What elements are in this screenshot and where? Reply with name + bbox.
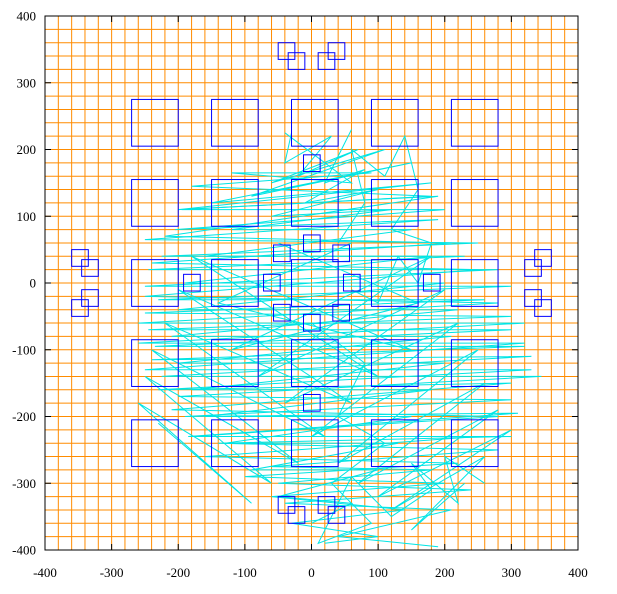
large-square bbox=[131, 98, 179, 147]
y-tick-label: -100 bbox=[12, 342, 36, 357]
small-square bbox=[524, 289, 542, 307]
large-square bbox=[370, 179, 419, 227]
x-tick-label: -100 bbox=[233, 565, 257, 580]
trace-path bbox=[171, 129, 459, 524]
small-square bbox=[303, 234, 321, 253]
large-square bbox=[291, 98, 339, 147]
large-square bbox=[450, 179, 499, 227]
large-squares bbox=[131, 98, 499, 468]
large-square bbox=[370, 339, 419, 387]
large-square bbox=[450, 259, 499, 307]
y-tick-labels: -400 -300 -200 -100 0 100 200 300 400 bbox=[12, 9, 36, 558]
small-square bbox=[81, 259, 99, 277]
large-square bbox=[291, 419, 339, 468]
x-tick-labels: -400 -300 -200 -100 0 100 200 300 400 bbox=[33, 565, 588, 580]
small-square bbox=[277, 42, 296, 60]
y-tick-label: 100 bbox=[17, 209, 37, 224]
small-square bbox=[273, 303, 291, 322]
small-squares bbox=[71, 42, 552, 524]
large-square bbox=[211, 259, 259, 307]
x-tick-label: 400 bbox=[568, 565, 588, 580]
small-square bbox=[422, 273, 441, 292]
large-square bbox=[370, 419, 419, 468]
y-tick-label: -200 bbox=[12, 409, 36, 424]
large-square bbox=[131, 179, 179, 227]
y-tick-label: -300 bbox=[12, 476, 36, 491]
x-tick-label: -400 bbox=[33, 565, 57, 580]
x-tick-label: 100 bbox=[368, 565, 388, 580]
small-square bbox=[71, 299, 89, 317]
y-tick-label: 200 bbox=[17, 142, 37, 157]
small-square bbox=[534, 299, 552, 317]
trace-path bbox=[137, 242, 412, 504]
small-square bbox=[534, 249, 552, 267]
large-square bbox=[450, 98, 499, 147]
small-square bbox=[303, 154, 321, 173]
y-tick-label: 400 bbox=[17, 9, 37, 24]
small-square bbox=[287, 506, 306, 524]
trace-path bbox=[337, 134, 433, 304]
small-square bbox=[332, 303, 350, 322]
small-square bbox=[183, 273, 201, 292]
small-square bbox=[327, 506, 346, 524]
large-square bbox=[211, 339, 259, 387]
large-square bbox=[370, 98, 419, 147]
axis-ticks bbox=[44, 15, 579, 551]
large-square bbox=[291, 259, 339, 307]
small-square bbox=[332, 244, 350, 263]
small-square bbox=[317, 52, 336, 70]
y-tick-label: 300 bbox=[17, 75, 37, 90]
large-square bbox=[211, 98, 259, 147]
small-square bbox=[524, 259, 542, 277]
small-square bbox=[327, 42, 346, 60]
small-square bbox=[303, 393, 321, 412]
small-square bbox=[273, 244, 291, 263]
large-square bbox=[370, 259, 419, 307]
small-square bbox=[287, 52, 306, 70]
large-square bbox=[211, 179, 259, 227]
x-tick-label: 300 bbox=[502, 565, 522, 580]
large-square bbox=[211, 419, 259, 468]
y-tick-label: 0 bbox=[30, 276, 37, 291]
small-square bbox=[277, 496, 296, 514]
y-tick-label: -400 bbox=[12, 543, 36, 558]
small-square bbox=[71, 249, 89, 267]
trace-path bbox=[231, 242, 512, 531]
small-square bbox=[81, 289, 99, 307]
large-square bbox=[291, 339, 339, 387]
small-square bbox=[342, 273, 361, 292]
large-square bbox=[450, 419, 499, 468]
x-tick-label: 200 bbox=[435, 565, 455, 580]
x-tick-label: 0 bbox=[308, 565, 315, 580]
x-tick-label: -200 bbox=[166, 565, 190, 580]
large-square bbox=[450, 339, 499, 387]
large-square bbox=[131, 339, 179, 387]
small-square bbox=[317, 496, 336, 514]
small-square bbox=[263, 273, 281, 292]
large-square bbox=[131, 419, 179, 468]
x-tick-label: -300 bbox=[100, 565, 124, 580]
small-square bbox=[303, 313, 321, 332]
large-square bbox=[131, 259, 179, 307]
large-square bbox=[291, 179, 339, 227]
